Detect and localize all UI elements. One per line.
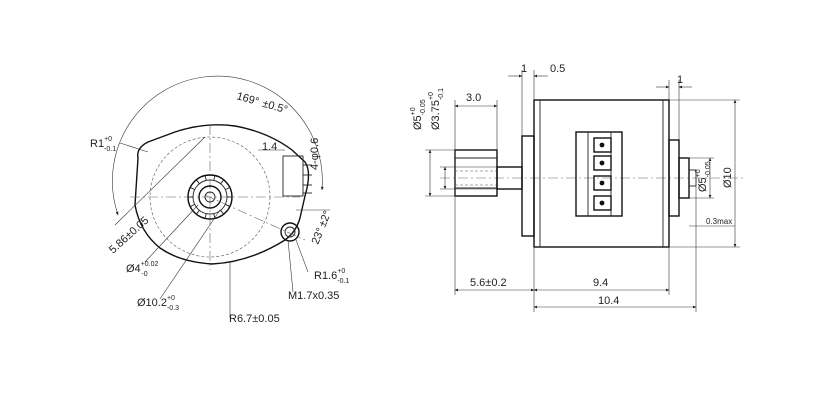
dim-1-4-label: 1.4 (262, 141, 277, 153)
r1-label: R1+0-0.1 (90, 136, 116, 153)
r1-6-label: R1.6+0-0.1 (314, 268, 349, 285)
phi10-label: Ø10 (722, 167, 734, 188)
mounting-hole-inner (284, 226, 296, 238)
leader-r1 (119, 142, 149, 153)
angle-169-arc (112, 75, 324, 216)
dim-3-0-label: 3.0 (466, 92, 481, 104)
leader-phi10-2 (159, 209, 221, 300)
dim-0-3max-label: 0.3max (706, 217, 732, 226)
dim-1-label: 1 (521, 63, 527, 75)
dim-4-phi-label: 4-φ0.6 (309, 138, 321, 170)
dim-0-5-label: 0.5 (550, 63, 565, 75)
r6-7-label: R6.7±0.05 (229, 313, 280, 325)
motor-outline (134, 124, 310, 265)
gear-tooth (189, 203, 195, 207)
leader-r1-6 (295, 239, 309, 273)
pinion-gear (187, 174, 233, 220)
gear-tooth (204, 175, 207, 181)
dim-5-6-label: 5.6±0.2 (470, 277, 507, 289)
connector-pins (282, 155, 312, 197)
phi5-right-label: Ø5+0-0.05 (695, 161, 712, 192)
gear-tooth (213, 175, 216, 181)
gear-tooth (189, 187, 195, 191)
side-flange (521, 135, 535, 237)
side-view: 3.0 1 0.5 1 Ø5+0-0.05 Ø3.75+0-0.1 Ø5+0-0… (410, 63, 745, 312)
gear-tooth (195, 210, 200, 215)
leader-m1-7 (287, 239, 294, 293)
gear-tooth (204, 213, 207, 219)
gear-tooth (195, 179, 200, 184)
gear-tooth (220, 179, 225, 184)
phi3-75-label: Ø3.75+0-0.1 (428, 88, 445, 130)
terminal-block (575, 131, 623, 217)
gear-tooth (225, 187, 231, 191)
gear-tooth (220, 210, 225, 215)
front-view: R1+0-0.1 169°±0.5° 1.4 4-φ0.6 23°±2° 5.8… (90, 75, 349, 325)
angle-23-label: 23°±2° (310, 209, 334, 246)
dim-1-right-label: 1 (677, 74, 683, 86)
leader-5-86 (114, 136, 206, 226)
m1-7-label: M1.7x0.35 (288, 290, 339, 302)
phi10-2-label: Ø10.2+0-0.3 (137, 295, 179, 312)
leader-phi4 (144, 204, 199, 263)
mounting-hole (280, 222, 300, 242)
angle-169-label: 169°±0.5° (235, 90, 289, 116)
side-rear-boss (678, 157, 690, 199)
side-motor-body (533, 99, 670, 248)
phi4-label: Ø4+0.02-0 (126, 261, 159, 278)
center-line-hole (204, 194, 306, 241)
gear-tooth (225, 203, 231, 207)
dim-10-4-label: 10.4 (598, 295, 619, 307)
dim-9-4-label: 9.4 (593, 277, 608, 289)
dim-5-86-label: 5.86±0.05 (107, 215, 151, 257)
phi5-left-label: Ø5+0-0.05 (410, 99, 427, 130)
